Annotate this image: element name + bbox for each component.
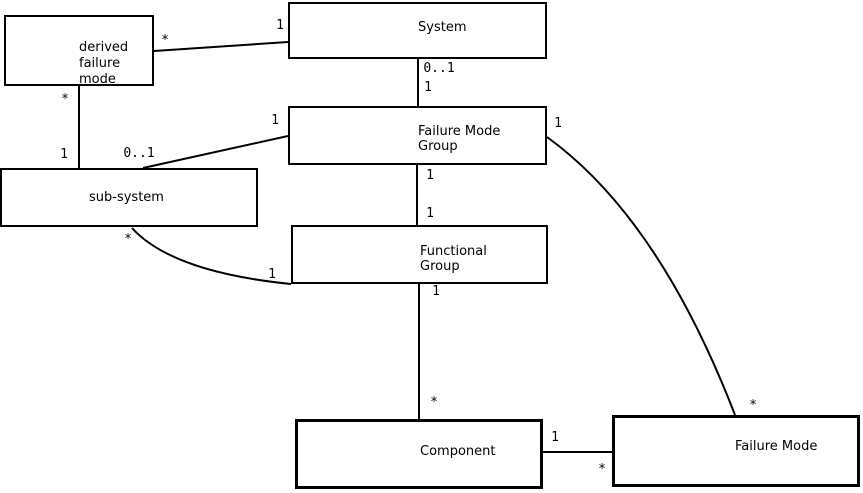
edge-sub-system-functional-group: [131, 227, 292, 285]
node-derived-failure-mode-label-line2: failure: [79, 56, 121, 71]
mult-sub-system-end-of-failure-mode-group-edge: 0..1: [123, 146, 155, 161]
mult-sub-system-end-of-functional-group-edge: *: [124, 232, 132, 247]
node-failure-mode: Failure Mode: [612, 415, 860, 487]
mult-derived-failure-mode-end-of-system-edge: *: [161, 33, 169, 48]
mult-derived-failure-mode-end-of-sub-system-edge: *: [61, 92, 69, 107]
mult-system-end-of-derived-failure-mode-edge: 1: [276, 18, 284, 33]
mult-failure-mode-group-end-of-failure-mode-edge: 1: [554, 116, 562, 131]
edge-derived-failure-mode-system: [153, 41, 289, 52]
edge-failure-mode-group-sub-system: [142, 135, 289, 169]
mult-failure-mode-group-end-of-functional-group-edge: 1: [426, 168, 434, 183]
mult-component-end-of-functional-group-edge: *: [430, 395, 438, 410]
node-derived-failure-mode: derived failure mode: [4, 15, 154, 87]
node-derived-failure-mode-label-line3: mode: [79, 72, 116, 87]
edge-failure-mode-group-failure-mode: [546, 136, 736, 416]
node-functional-group: Functional Group: [291, 225, 548, 284]
mult-failure-mode-group-end-of-system-edge: 1: [424, 80, 432, 95]
node-functional-group-label-line2: Group: [420, 259, 460, 274]
mult-functional-group-end-of-failure-mode-group-edge: 1: [426, 206, 434, 221]
mult-failure-mode-group-end-of-sub-system-edge: 1: [271, 113, 279, 128]
node-failure-mode-label: Failure Mode: [735, 439, 818, 454]
node-functional-group-label-line1: Functional: [420, 244, 487, 259]
node-component-label: Component: [420, 444, 496, 459]
node-sub-system-label: sub-system: [89, 190, 164, 205]
mult-functional-group-end-of-sub-system-edge: 1: [268, 267, 276, 282]
mult-system-end-of-failure-mode-group-edge: 0..1: [423, 61, 455, 76]
node-component: Component: [295, 419, 543, 489]
mult-functional-group-end-of-component-edge: 1: [432, 284, 440, 299]
node-failure-mode-group-label-line1: Failure Mode: [418, 124, 501, 139]
mult-component-end-of-failure-mode-edge: 1: [551, 430, 559, 445]
mult-sub-system-end-of-derived-failure-mode-edge: 1: [60, 147, 68, 162]
node-derived-failure-mode-label-line1: derived: [79, 40, 129, 55]
node-system: System: [288, 2, 547, 59]
node-failure-mode-group-label-line2: Group: [418, 139, 458, 154]
node-failure-mode-group: Failure Mode Group: [288, 106, 547, 165]
mult-failure-mode-end-of-failure-mode-group-edge: *: [749, 398, 757, 413]
mult-failure-mode-end-of-component-edge: *: [598, 462, 606, 477]
node-system-label: System: [418, 20, 467, 35]
node-sub-system: sub-system: [0, 168, 258, 227]
